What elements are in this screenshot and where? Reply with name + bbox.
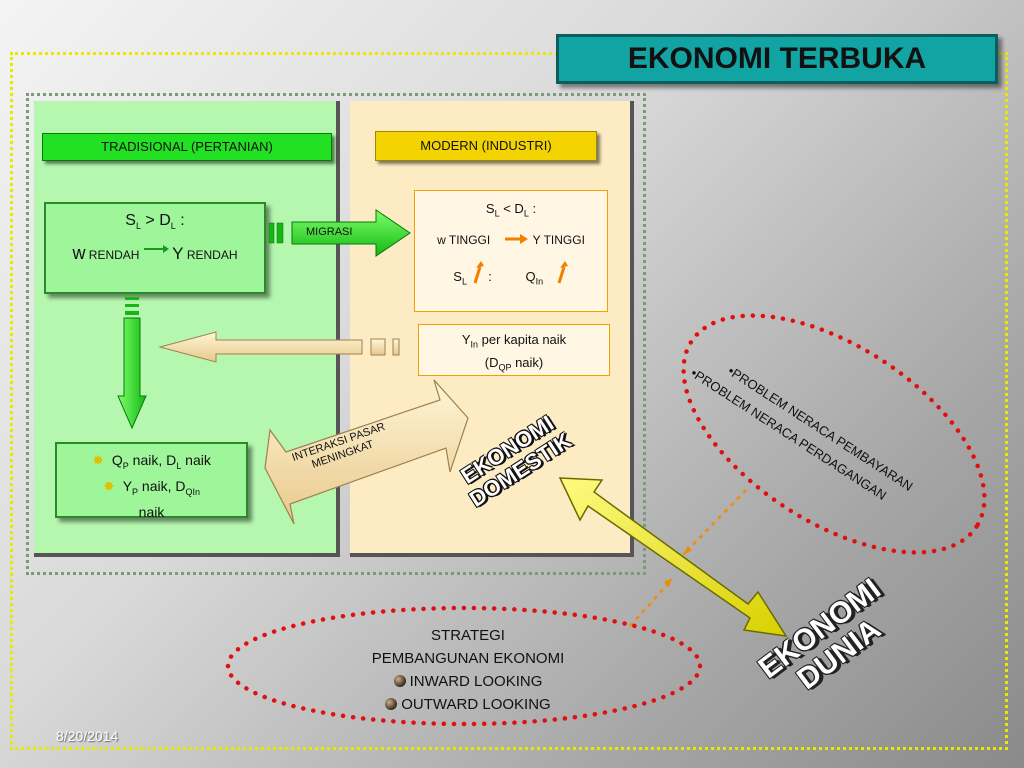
outer-dotted-frame — [10, 52, 1008, 750]
strategy-block: STRATEGI PEMBANGUNAN EKONOMI INWARD LOOK… — [318, 624, 618, 716]
domestic-world-arrow — [558, 477, 788, 637]
bullet-icon — [393, 675, 406, 687]
star-bullet-icon: ✸ — [102, 477, 115, 494]
strategy-item: OUTWARD LOOKING — [318, 693, 618, 716]
strategy-title: STRATEGI — [431, 627, 505, 644]
down-arrow — [117, 297, 147, 430]
arrow-right-icon — [504, 233, 528, 244]
slide-date: 8/20/2014 — [56, 728, 119, 744]
market-interaction-arrow — [264, 379, 469, 525]
modern-condition-box: SL < DL : w TINGGI Y TINGGI SL : QIn — [414, 190, 608, 312]
traditional-condition: SL > DL : — [125, 212, 185, 232]
arrow-right-icon — [143, 245, 169, 254]
income-line-2: (DQP naik) — [484, 354, 544, 373]
domestic-economy-frame — [26, 93, 646, 575]
traditional-header: TRADISIONAL (PERTANIAN) — [42, 133, 332, 161]
result-line-1: ✸QP naik, DL naik — [92, 452, 211, 471]
income-line-1: YIn per kapita naik — [461, 332, 567, 350]
modern-header: MODERN (INDUSTRI) — [375, 131, 597, 161]
traditional-condition-box: SL > DL : w RENDAH Y RENDAH — [44, 202, 266, 294]
connector-line — [685, 489, 747, 553]
feedback-arrow — [158, 331, 400, 363]
result-line-2: ✸YP naik, DQIn — [102, 477, 201, 497]
bullet-icon — [385, 698, 398, 710]
connector-line — [629, 583, 669, 627]
slide-title: EKONOMI TERBUKA — [556, 34, 998, 84]
traditional-result-box: ✸QP naik, DL naik ✸YP naik, DQIn naik — [55, 442, 248, 520]
modern-wage-output: w TINGGI Y TINGGI — [437, 232, 585, 247]
arrow-up-icon — [473, 260, 484, 284]
modern-supply-quantity: SL : QIn — [415, 260, 607, 286]
result-line-3: naik — [138, 503, 165, 520]
strategy-ellipse — [225, 605, 703, 727]
income-per-capita-box: YIn per kapita naik (DQP naik) — [418, 324, 610, 376]
strategy-item: INWARD LOOKING — [318, 670, 618, 693]
migration-arrow — [268, 209, 411, 257]
modern-condition: SL < DL : — [485, 201, 537, 219]
strategy-subtitle: PEMBANGUNAN EKONOMI — [371, 650, 565, 667]
arrow-up-icon — [557, 260, 568, 284]
migration-label: MIGRASI — [306, 226, 353, 238]
star-bullet-icon: ✸ — [92, 452, 104, 468]
problems-ellipse — [681, 313, 987, 555]
traditional-wage-output: w RENDAH Y RENDAH — [72, 243, 238, 264]
